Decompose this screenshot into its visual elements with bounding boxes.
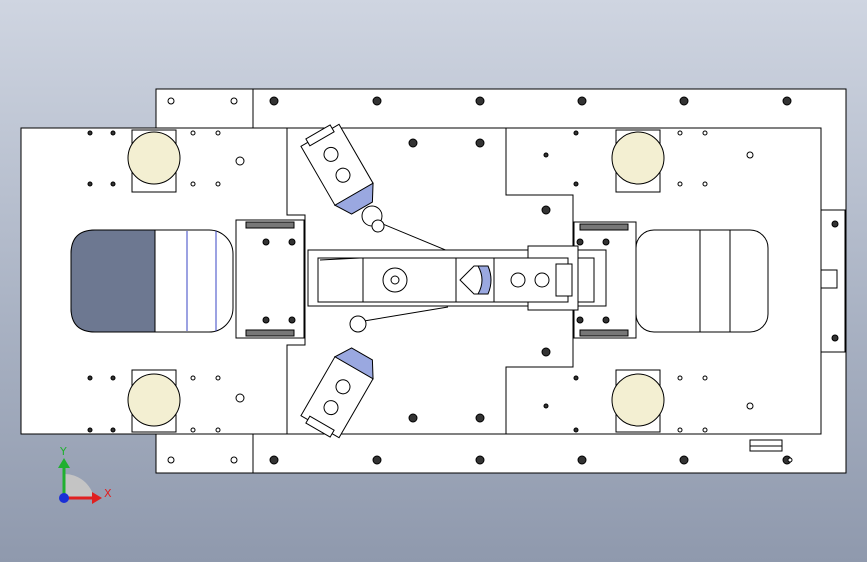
wheel-front-left — [127, 129, 181, 193]
upper-gripper-arm — [300, 123, 374, 215]
mounting-holes — [87, 96, 839, 465]
assembly-top-view — [20, 88, 847, 474]
wheel-front-right — [611, 129, 665, 193]
open-holes — [167, 97, 793, 464]
x-axis-label: X — [104, 487, 112, 500]
left-window — [70, 229, 234, 333]
lower-gripper-arm — [300, 347, 374, 439]
y-axis-label: Y — [59, 445, 67, 458]
wheel-rear-right — [611, 369, 665, 433]
center-gripper — [459, 265, 550, 295]
orientation-triad: Y X — [58, 445, 112, 504]
center-slide — [307, 245, 607, 311]
wheel-rear-left — [127, 369, 181, 433]
z-axis-dot — [59, 493, 69, 503]
